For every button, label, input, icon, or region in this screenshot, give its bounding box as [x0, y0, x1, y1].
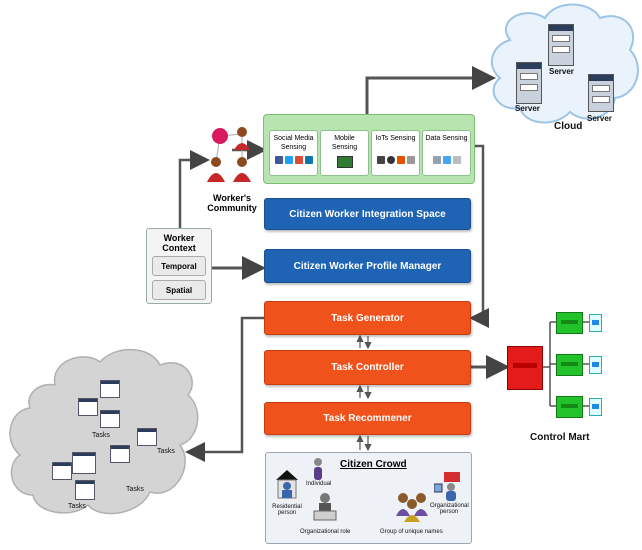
- integration-space-block: Citizen Worker Integration Space: [264, 198, 471, 230]
- citizen-crowd-title: Citizen Crowd: [340, 459, 407, 470]
- sensing-label: Data Sensing: [425, 135, 468, 142]
- data-icons: [423, 156, 470, 164]
- community-people-icon: [202, 126, 258, 192]
- organizational-person-label: Organizational person: [430, 503, 469, 515]
- task-document-icon: [137, 428, 157, 446]
- cloud-label: Cloud: [554, 121, 583, 132]
- sensing-label: IoTs Sensing: [375, 135, 416, 142]
- tasks-label: Tasks: [126, 486, 144, 493]
- control-mart-label: Control Mart: [530, 432, 590, 443]
- task-document-icon: [75, 480, 95, 500]
- server-label: Server: [549, 67, 574, 76]
- control-leaf-icon: [589, 398, 602, 416]
- profile-manager-block: Citizen Worker Profile Manager: [264, 249, 471, 283]
- control-node-icon: [556, 396, 583, 418]
- task-generator-block: Task Generator: [264, 301, 471, 335]
- server-label: Server: [587, 114, 612, 123]
- control-mart-root-icon: [507, 346, 543, 390]
- residential-person-label: Residential person: [272, 504, 302, 516]
- tasks-label: Tasks: [68, 503, 86, 510]
- server-icon: [516, 62, 542, 104]
- task-document-icon: [100, 380, 120, 398]
- control-node-icon: [556, 354, 583, 376]
- task-document-icon: [72, 452, 96, 474]
- task-document-icon: [100, 410, 120, 428]
- group-people-icon: [393, 490, 431, 522]
- citizen-crowd-box: [265, 452, 472, 544]
- community-label: Worker's Community: [207, 193, 257, 213]
- temporal-item: Temporal: [152, 256, 206, 276]
- task-document-icon: [110, 445, 130, 463]
- task-document-icon: [78, 398, 98, 416]
- task-recommender-block: Task Recommener: [264, 402, 471, 435]
- mobile-icon: [336, 156, 353, 168]
- sensing-label: Social Media Sensing: [273, 135, 314, 151]
- iots-sensing-box: IoTs Sensing: [371, 130, 420, 176]
- control-leaf-icon: [589, 356, 602, 374]
- tasks-label: Tasks: [92, 432, 110, 439]
- mobile-sensing-box: Mobile Sensing: [320, 130, 369, 176]
- residential-person-icon: [276, 470, 298, 500]
- sensing-label: Mobile Sensing: [331, 135, 358, 151]
- individual-person-icon: [312, 457, 324, 481]
- iot-icons: [372, 156, 419, 164]
- organizational-role-icon: [312, 492, 338, 522]
- task-controller-block: Task Controller: [264, 350, 471, 385]
- control-node-icon: [556, 312, 583, 334]
- social-icons: [270, 156, 317, 164]
- server-label: Server: [515, 104, 540, 113]
- server-icon: [548, 24, 574, 66]
- spatial-item: Spatial: [152, 280, 206, 300]
- control-leaf-icon: [589, 314, 602, 332]
- individual-label: Individual: [306, 481, 332, 487]
- group-label: Group of unique names: [380, 529, 443, 535]
- server-icon: [588, 74, 614, 112]
- worker-context-title: Worker Context: [162, 233, 196, 253]
- organizational-role-label: Organizational role: [300, 529, 351, 535]
- task-document-icon: [52, 462, 72, 480]
- organizational-person-icon: [433, 472, 462, 502]
- social-media-sensing-box: Social Media Sensing: [269, 130, 318, 176]
- tasks-label: Tasks: [157, 448, 175, 455]
- data-sensing-box: Data Sensing: [422, 130, 471, 176]
